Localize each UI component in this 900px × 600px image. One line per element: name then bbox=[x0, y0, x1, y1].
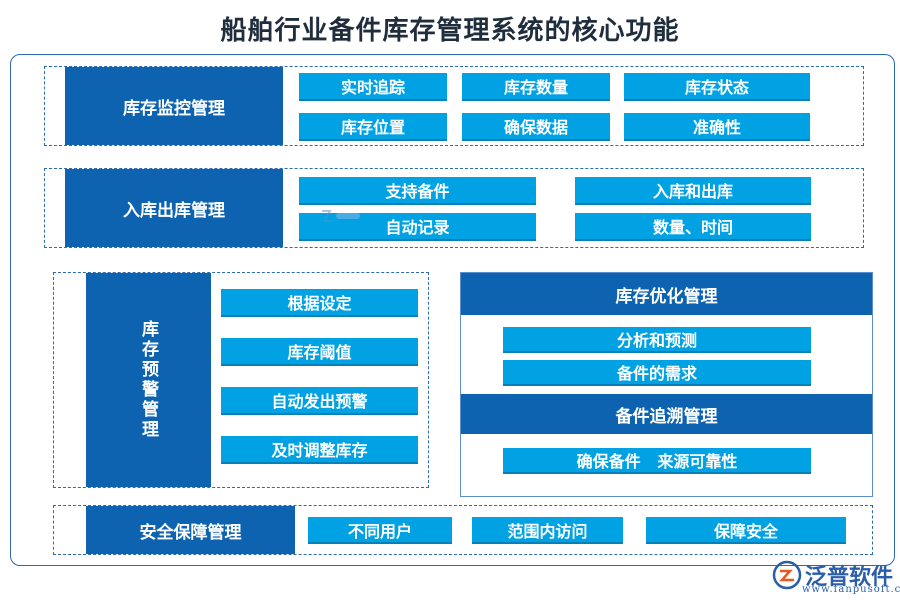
monitor-header: 库存监控管理 bbox=[65, 67, 283, 145]
watermark-logo-faint-icon bbox=[322, 210, 360, 222]
warning-item: 根据设定 bbox=[221, 289, 418, 317]
watermark-url: www.fanpusoft.com bbox=[802, 584, 900, 595]
outer-frame bbox=[10, 54, 895, 566]
monitor-item: 确保数据 bbox=[462, 113, 610, 141]
trace-item: 确保备件 来源可靠性 bbox=[503, 448, 811, 474]
optimize-trace-section bbox=[460, 272, 873, 497]
monitor-item: 库存状态 bbox=[624, 73, 810, 101]
watermark: 泛普软件 bbox=[772, 555, 893, 595]
warning-item: 及时调整库存 bbox=[221, 436, 418, 464]
security-item: 范围内访问 bbox=[472, 517, 623, 544]
monitor-item: 库存数量 bbox=[462, 73, 610, 101]
optimize-item: 分析和预测 bbox=[503, 327, 811, 353]
warning-item: 库存阈值 bbox=[221, 338, 418, 366]
inout-item: 数量、时间 bbox=[575, 213, 811, 241]
optimize-item: 备件的需求 bbox=[503, 360, 811, 386]
monitor-item: 库存位置 bbox=[299, 113, 447, 141]
warning-item: 自动发出预警 bbox=[221, 387, 418, 415]
inout-item: 支持备件 bbox=[299, 177, 536, 205]
inout-section bbox=[44, 168, 864, 248]
warning-header: 库存预警管理 bbox=[86, 273, 211, 487]
security-header: 安全保障管理 bbox=[86, 506, 295, 554]
monitor-item: 准确性 bbox=[624, 113, 810, 141]
monitor-item: 实时追踪 bbox=[299, 73, 447, 101]
trace-header: 备件追溯管理 bbox=[461, 394, 872, 434]
security-item: 不同用户 bbox=[308, 517, 452, 544]
monitor-section bbox=[44, 66, 864, 146]
security-section bbox=[53, 505, 873, 555]
watermark-brand: 泛普软件 bbox=[805, 565, 894, 590]
inout-item: 入库和出库 bbox=[575, 177, 811, 205]
page-title: 船舶行业备件库存管理系统的核心功能 bbox=[220, 16, 680, 46]
inout-header: 入库出库管理 bbox=[65, 169, 283, 247]
fanpu-logo-icon bbox=[772, 560, 802, 590]
warning-section bbox=[53, 272, 429, 488]
optimize-header: 库存优化管理 bbox=[461, 273, 872, 315]
security-item: 保障安全 bbox=[646, 517, 846, 544]
